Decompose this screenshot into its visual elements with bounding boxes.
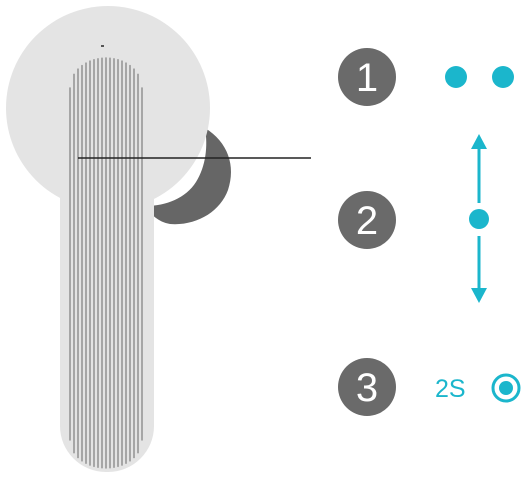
earbud-illustration bbox=[6, 6, 231, 472]
step-3-row: 3 2S bbox=[338, 358, 519, 416]
vertical-swipe-arrow-icon bbox=[469, 134, 489, 303]
step-2-number: 2 bbox=[356, 199, 378, 243]
step-1-row: 1 bbox=[338, 48, 514, 106]
earbud-pinhole bbox=[101, 45, 104, 47]
hold-duration-label: 2S bbox=[435, 375, 466, 403]
step-1-number: 1 bbox=[356, 56, 378, 100]
step-3-number: 3 bbox=[356, 366, 378, 410]
step-2-row: 2 bbox=[338, 134, 489, 303]
double-dot-icon bbox=[445, 66, 514, 88]
press-hold-target-icon bbox=[493, 375, 519, 401]
